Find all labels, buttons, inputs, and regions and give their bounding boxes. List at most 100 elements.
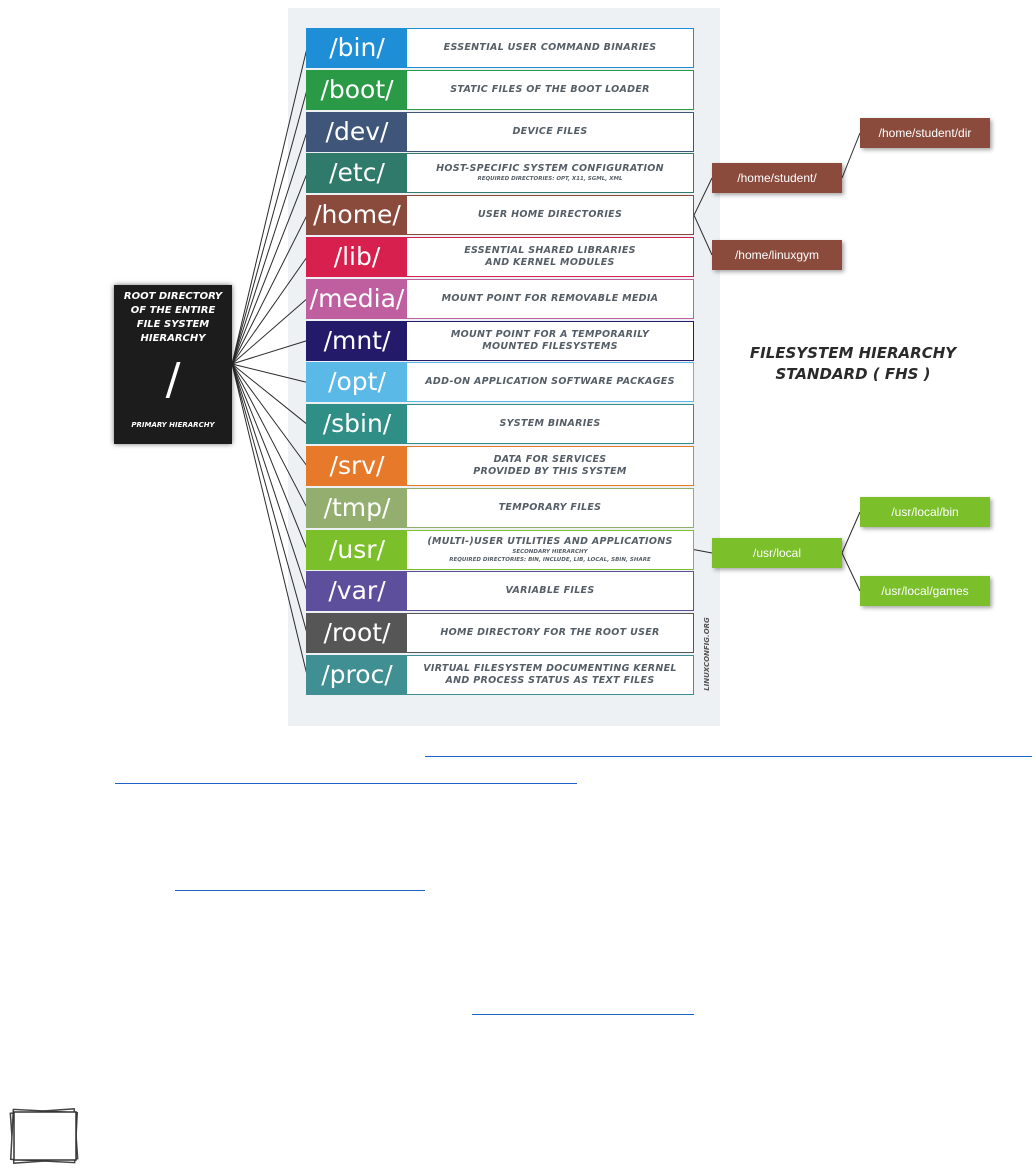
connector-line [693, 177, 713, 216]
connector-line [231, 214, 308, 365]
credit-text: LINUXCONFIG.ORG [703, 617, 711, 691]
directory-name: /mnt/ [307, 321, 407, 360]
directory-description: ADD-ON APPLICATION SOFTWARE PACKAGES [407, 363, 693, 401]
directory-row: /var/VARIABLE FILES [306, 571, 694, 612]
connector-line [231, 131, 308, 365]
directory-description-subtext: REQUIRED DIRECTORIES: OPT, X11, SGML, XM… [477, 176, 623, 183]
connector-line [231, 363, 308, 509]
connector-line [231, 89, 308, 365]
directory-description: VIRTUAL FILESYSTEM DOCUMENTING KERNEL AN… [407, 656, 693, 694]
root-directory-box: ROOT DIRECTORY OF THE ENTIRE FILE SYSTEM… [114, 285, 232, 444]
directory-row: /boot/STATIC FILES OF THE BOOT LOADER [306, 69, 694, 110]
connector-line [231, 363, 308, 383]
directory-name: /tmp/ [307, 488, 407, 527]
connector-line [841, 552, 861, 592]
root-slash: / [165, 354, 181, 405]
directory-row: /srv/DATA FOR SERVICES PROVIDED BY THIS … [306, 446, 694, 486]
node-home-student: /home/student/ [712, 163, 842, 193]
directory-row: /proc/VIRTUAL FILESYSTEM DOCUMENTING KER… [306, 655, 694, 695]
directory-description: HOME DIRECTORY FOR THE ROOT USER [407, 614, 693, 652]
directory-description-text: STATIC FILES OF THE BOOT LOADER [450, 83, 650, 95]
directory-description: MOUNT POINT FOR A TEMPORARILY MOUNTED FI… [407, 322, 693, 360]
directory-description-text: VIRTUAL FILESYSTEM DOCUMENTING KERNEL AN… [423, 663, 677, 686]
directory-description-text: (MULTI-)USER UTILITIES AND APPLICATIONS [427, 535, 673, 547]
directory-name: /media/ [307, 279, 407, 318]
directory-name: /opt/ [307, 363, 407, 402]
connector-lines [231, 47, 861, 676]
directory-description-text: ESSENTIAL USER COMMAND BINARIES [443, 42, 657, 53]
directory-row: /root/HOME DIRECTORY FOR THE ROOT USER [306, 613, 694, 654]
directory-name: /sbin/ [307, 405, 407, 444]
directory-description: ESSENTIAL USER COMMAND BINARIES [407, 29, 693, 67]
directory-name: /var/ [307, 572, 407, 611]
connector-line [231, 298, 308, 365]
credit-watermark: LINUXCONFIG.ORG [700, 606, 714, 702]
hyperlink-underline[interactable] [175, 890, 425, 891]
directory-name: /proc/ [307, 656, 407, 694]
directory-description-text: MOUNT POINT FOR REMOVABLE MEDIA [441, 292, 659, 304]
directory-description-text: USER HOME DIRECTORIES [477, 209, 623, 221]
directory-row: /lib/ESSENTIAL SHARED LIBRARIES AND KERN… [306, 237, 694, 277]
directory-description-text: SYSTEM BINARIES [499, 418, 601, 430]
directory-row: /media/MOUNT POINT FOR REMOVABLE MEDIA [306, 278, 694, 319]
connector-line [841, 132, 861, 179]
connector-line [231, 173, 308, 365]
directory-description: DATA FOR SERVICES PROVIDED BY THIS SYSTE… [407, 447, 693, 485]
directory-row: /home/USER HOME DIRECTORIES [306, 195, 694, 236]
directory-name: /etc/ [307, 154, 407, 193]
directory-description: DEVICE FILES [407, 113, 693, 151]
directory-row: /mnt/MOUNT POINT FOR A TEMPORARILY MOUNT… [306, 320, 694, 361]
node-home-linuxgym: /home/linuxgym [712, 240, 842, 270]
directory-description-text: TEMPORARY FILES [498, 501, 602, 513]
directory-name: /home/ [307, 196, 407, 235]
directory-name: /boot/ [307, 70, 407, 109]
directory-description-text: ESSENTIAL SHARED LIBRARIES AND KERNEL MO… [464, 245, 636, 268]
connector-line [231, 47, 308, 365]
connector-line [231, 256, 308, 365]
directory-description-text: HOME DIRECTORY FOR THE ROOT USER [440, 627, 660, 639]
hyperlink-underline[interactable] [115, 783, 577, 784]
directory-description: STATIC FILES OF THE BOOT LOADER [407, 71, 693, 109]
root-label: ROOT DIRECTORY OF THE ENTIRE FILE SYSTEM… [123, 291, 223, 344]
directory-name: /lib/ [307, 238, 407, 276]
directory-row: /opt/ADD-ON APPLICATION SOFTWARE PACKAGE… [306, 362, 694, 403]
directory-name: /dev/ [307, 112, 407, 151]
connector-line [231, 363, 308, 676]
connector-line [231, 363, 308, 467]
node-home-student-dir: /home/student/dir [860, 118, 990, 148]
hyperlink-underline[interactable] [472, 1014, 694, 1015]
hyperlink-underline[interactable] [425, 756, 1032, 757]
connector-line [231, 363, 308, 425]
connector-line [693, 214, 713, 256]
directory-description: MOUNT POINT FOR REMOVABLE MEDIA [407, 280, 693, 318]
connector-line [231, 363, 308, 634]
directory-description-subtext: SECONDARY HIERARCHY REQUIRED DIRECTORIES… [449, 548, 651, 563]
connector-line [231, 363, 308, 550]
root-sublabel: PRIMARY HIERARCHY [131, 421, 215, 429]
page-stack-icon [9, 1108, 79, 1164]
directory-description: TEMPORARY FILES [407, 489, 693, 527]
fhs-diagram: ROOT DIRECTORY OF THE ENTIRE FILE SYSTEM… [114, 8, 990, 726]
connector-line [693, 549, 713, 554]
directory-description: ESSENTIAL SHARED LIBRARIES AND KERNEL MO… [407, 238, 693, 276]
connector-line [841, 511, 861, 554]
node-usr-local-games: /usr/local/games [860, 576, 990, 606]
fhs-title: FILESYSTEM HIERARCHY STANDARD ( FHS ) [749, 344, 957, 383]
directory-description: USER HOME DIRECTORIES [407, 196, 693, 234]
directory-name: /bin/ [307, 29, 407, 67]
directory-description-text: HOST-SPECIFIC SYSTEM CONFIGURATION [436, 163, 664, 175]
node-usr-local: /usr/local [712, 538, 842, 568]
directory-description: VARIABLE FILES [407, 572, 693, 610]
directory-row: /sbin/SYSTEM BINARIES [306, 404, 694, 445]
directory-description-text: ADD-ON APPLICATION SOFTWARE PACKAGES [425, 376, 675, 388]
directory-name: /srv/ [307, 447, 407, 485]
directory-row: /tmp/TEMPORARY FILES [306, 487, 694, 528]
directory-name: /usr/ [307, 530, 407, 569]
connector-line [231, 340, 308, 365]
directory-description: SYSTEM BINARIES [407, 405, 693, 443]
node-usr-local-bin: /usr/local/bin [860, 497, 990, 527]
directory-description-text: VARIABLE FILES [505, 585, 595, 597]
